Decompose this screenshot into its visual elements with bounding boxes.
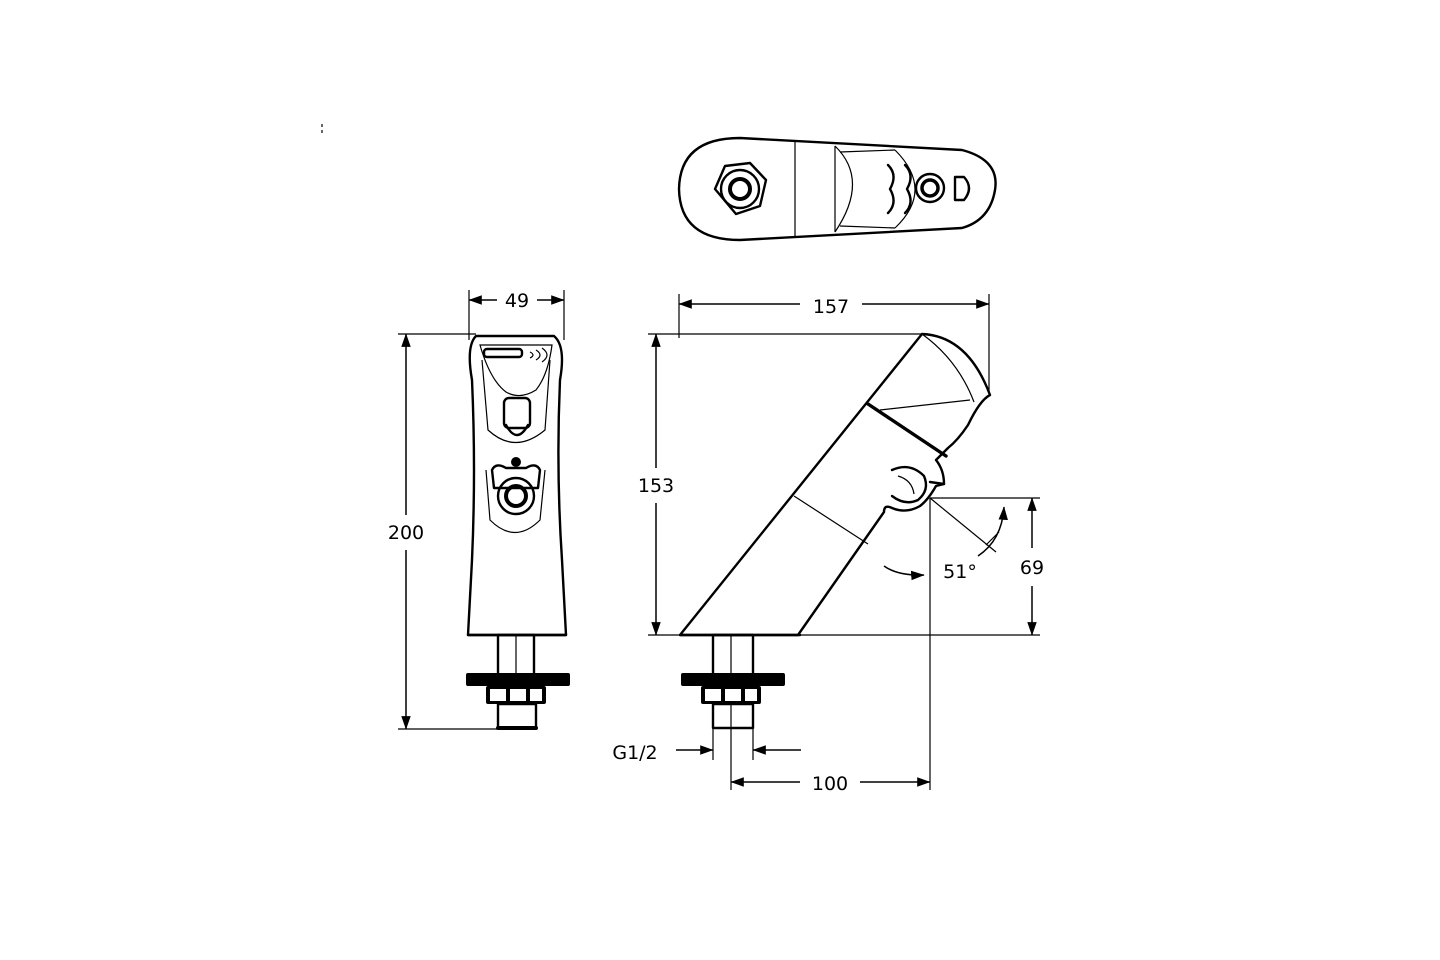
side-view: [678, 332, 992, 760]
front-view: [466, 334, 570, 730]
front-width-label: 49: [505, 290, 529, 312]
side-height-label: 153: [638, 475, 674, 497]
side-length-label: 157: [813, 296, 849, 318]
reach-label: 100: [812, 773, 848, 795]
front-dimensions: 49 200: [388, 290, 565, 730]
outlet-angle-label: 51°: [943, 561, 977, 583]
side-dimensions: 157 153 69 51° G1/2 100: [612, 294, 1044, 795]
front-height-label: 200: [388, 522, 424, 544]
hex-nut-icon: [713, 161, 768, 216]
thread-label: G1/2: [612, 742, 657, 764]
top-view: [677, 136, 997, 242]
outlet-height-label: 69: [1020, 557, 1044, 579]
